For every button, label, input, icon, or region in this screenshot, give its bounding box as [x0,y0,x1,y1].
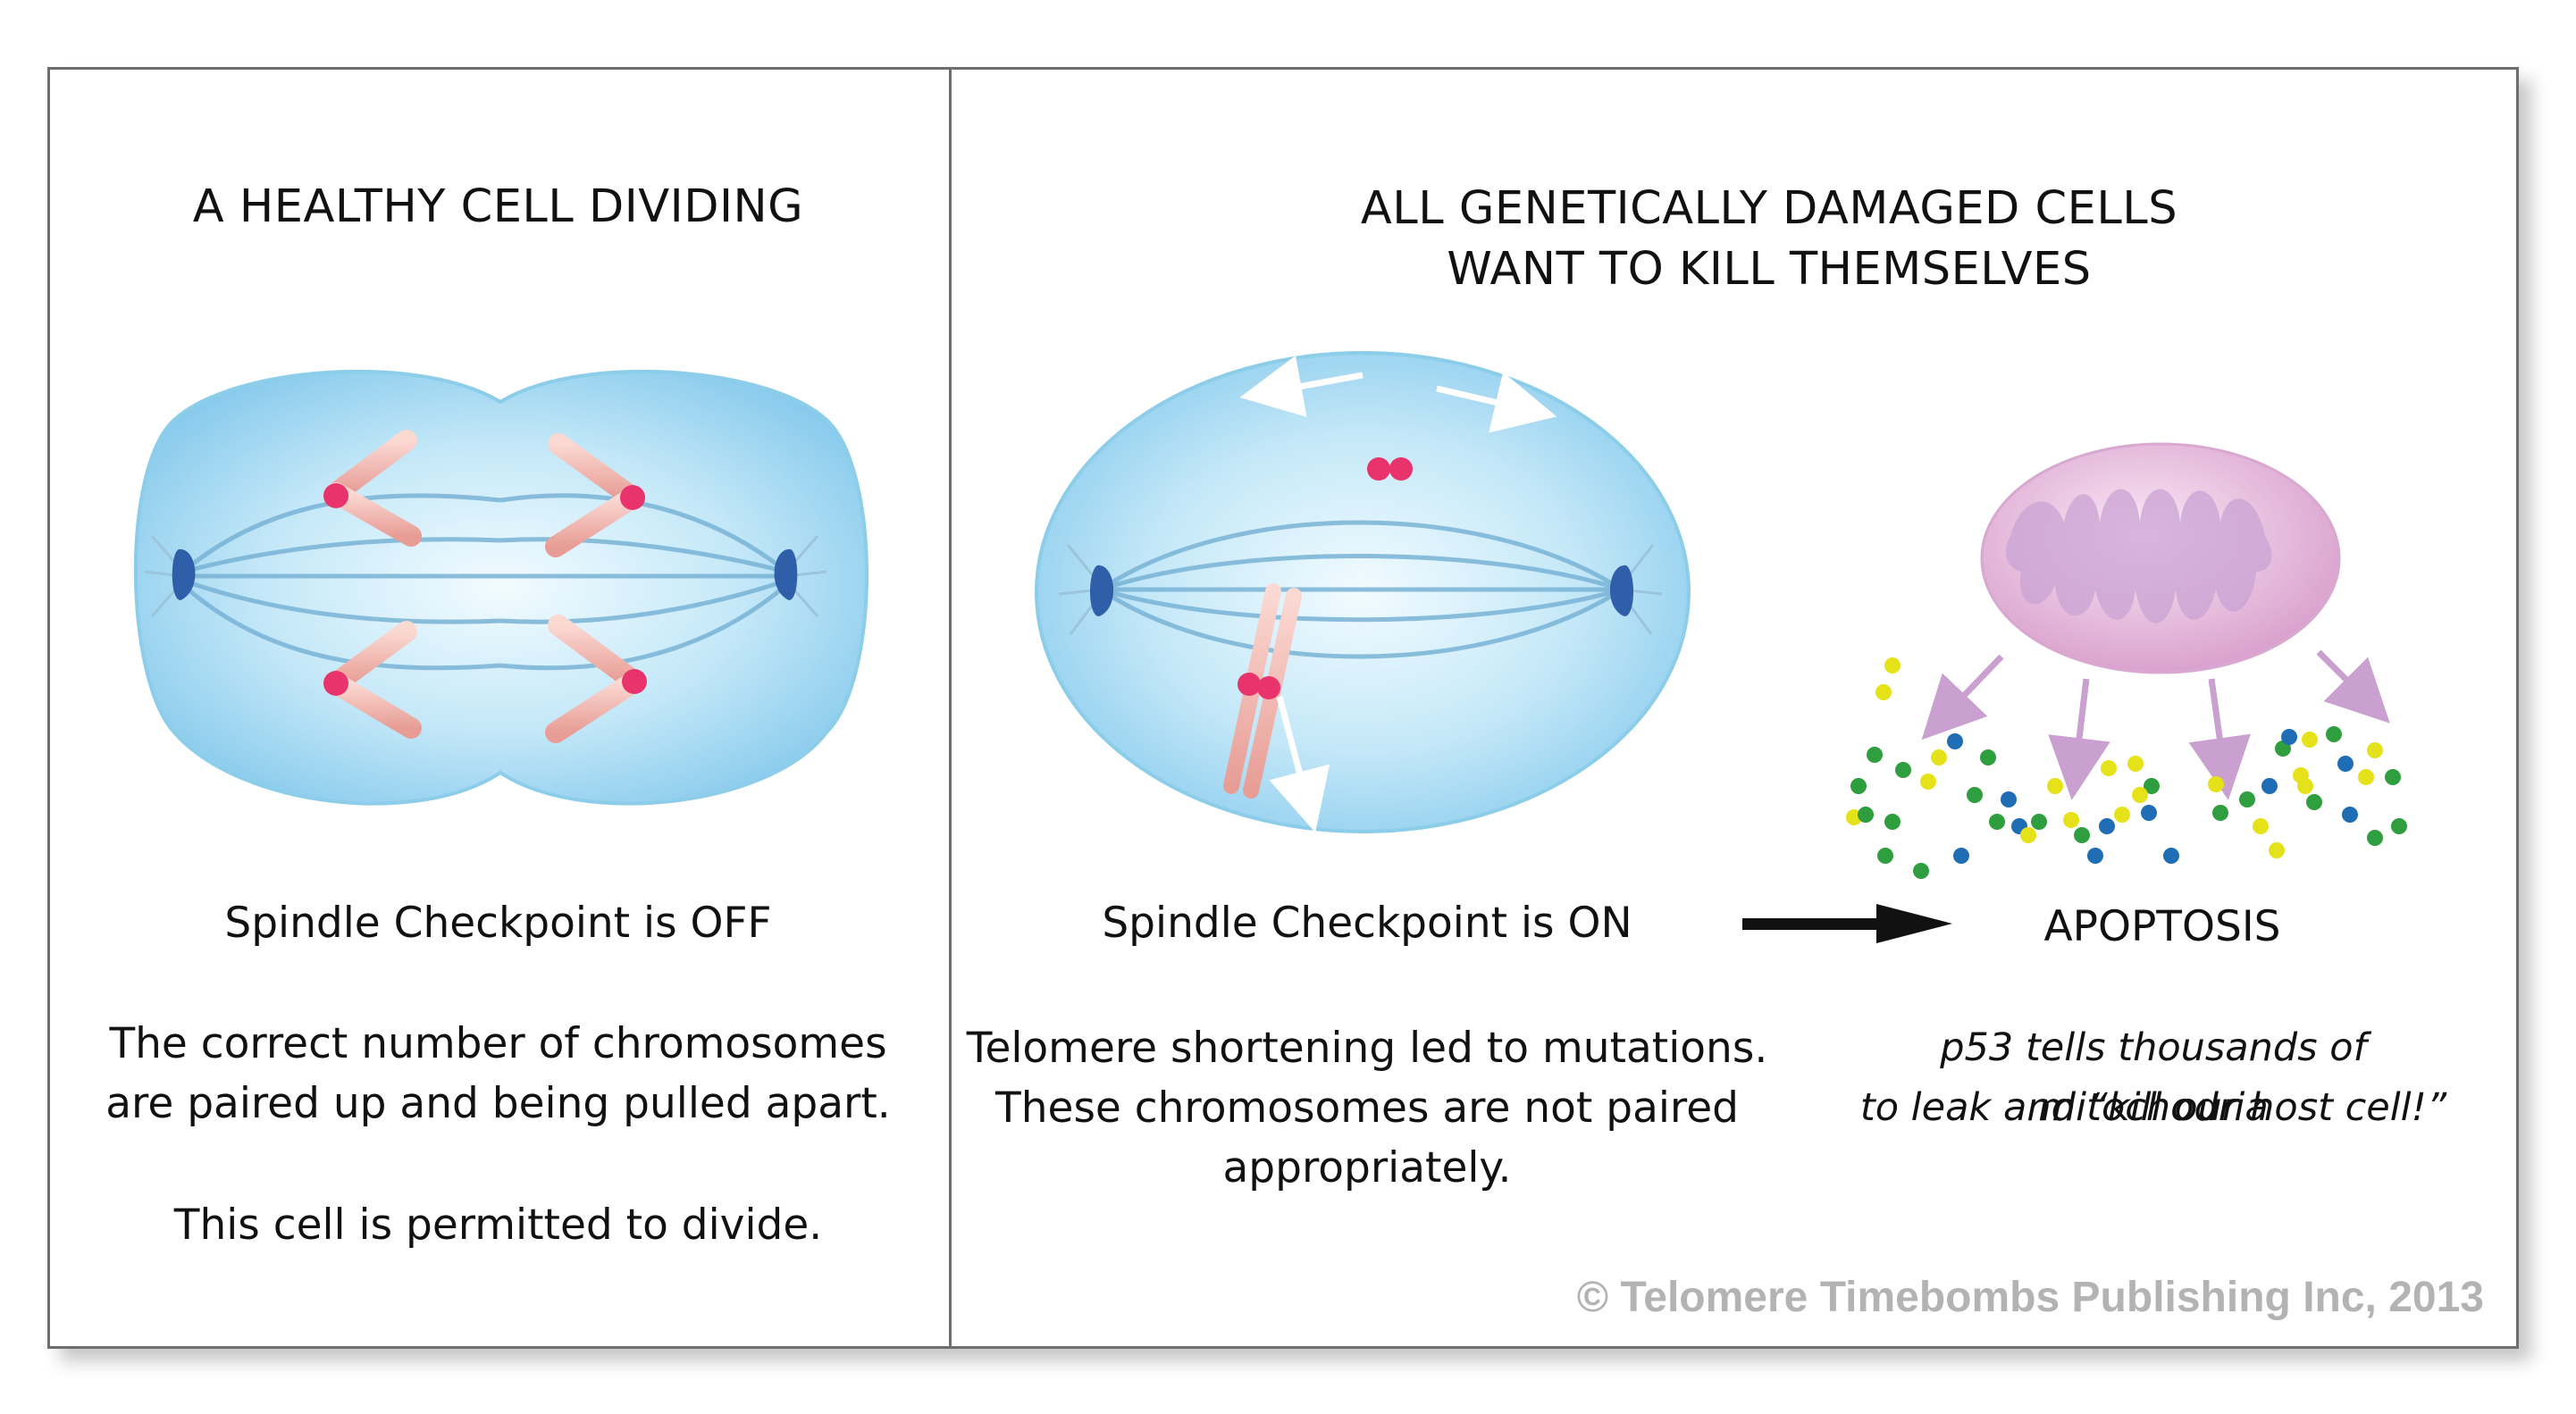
arrow-right-icon [1742,904,1952,943]
copyright-notice: © Telomere Timebombs Publishing Inc, 201… [1576,1274,2484,1321]
left-checkpoint-label: Spindle Checkpoint is OFF [224,899,772,948]
left-panel-title: A HEALTHY CELL DIVIDING [192,180,804,233]
damaged-cell-icon [1035,351,1691,833]
left-description-line1: The correct number of chromosomes [109,1019,887,1068]
mitochondrion-icon [1980,442,2341,674]
p53-note-line1: p53 tells thousands of mitochodria [1940,1025,2367,1130]
left-description-line2: are paired up and being pulled apart. [105,1079,891,1128]
right-checkpoint-label: Spindle Checkpoint is ON [1102,899,1632,948]
right-panel-title-line1: ALL GENETICALLY DAMAGED CELLS [1360,182,2178,235]
cytochrome-particles [1846,657,2407,879]
dividing-cell-icon [133,369,868,806]
right-description-line2: These chromosomes are not paired [995,1084,1739,1133]
p53-note-line2: to leak and “kill our host cell!” [1859,1085,2447,1130]
panel-divider [949,67,952,1349]
release-arrows [1921,649,2390,800]
apoptosis-label: APOPTOSIS [2043,902,2281,951]
left-permission-text: This cell is permitted to divide. [173,1201,823,1250]
right-description-line1: Telomere shortening led to mutations. [966,1024,1768,1073]
right-description-line3: appropriately. [1222,1143,1512,1192]
right-panel-title-line2: WANT TO KILL THEMSELVES [1447,243,2092,296]
